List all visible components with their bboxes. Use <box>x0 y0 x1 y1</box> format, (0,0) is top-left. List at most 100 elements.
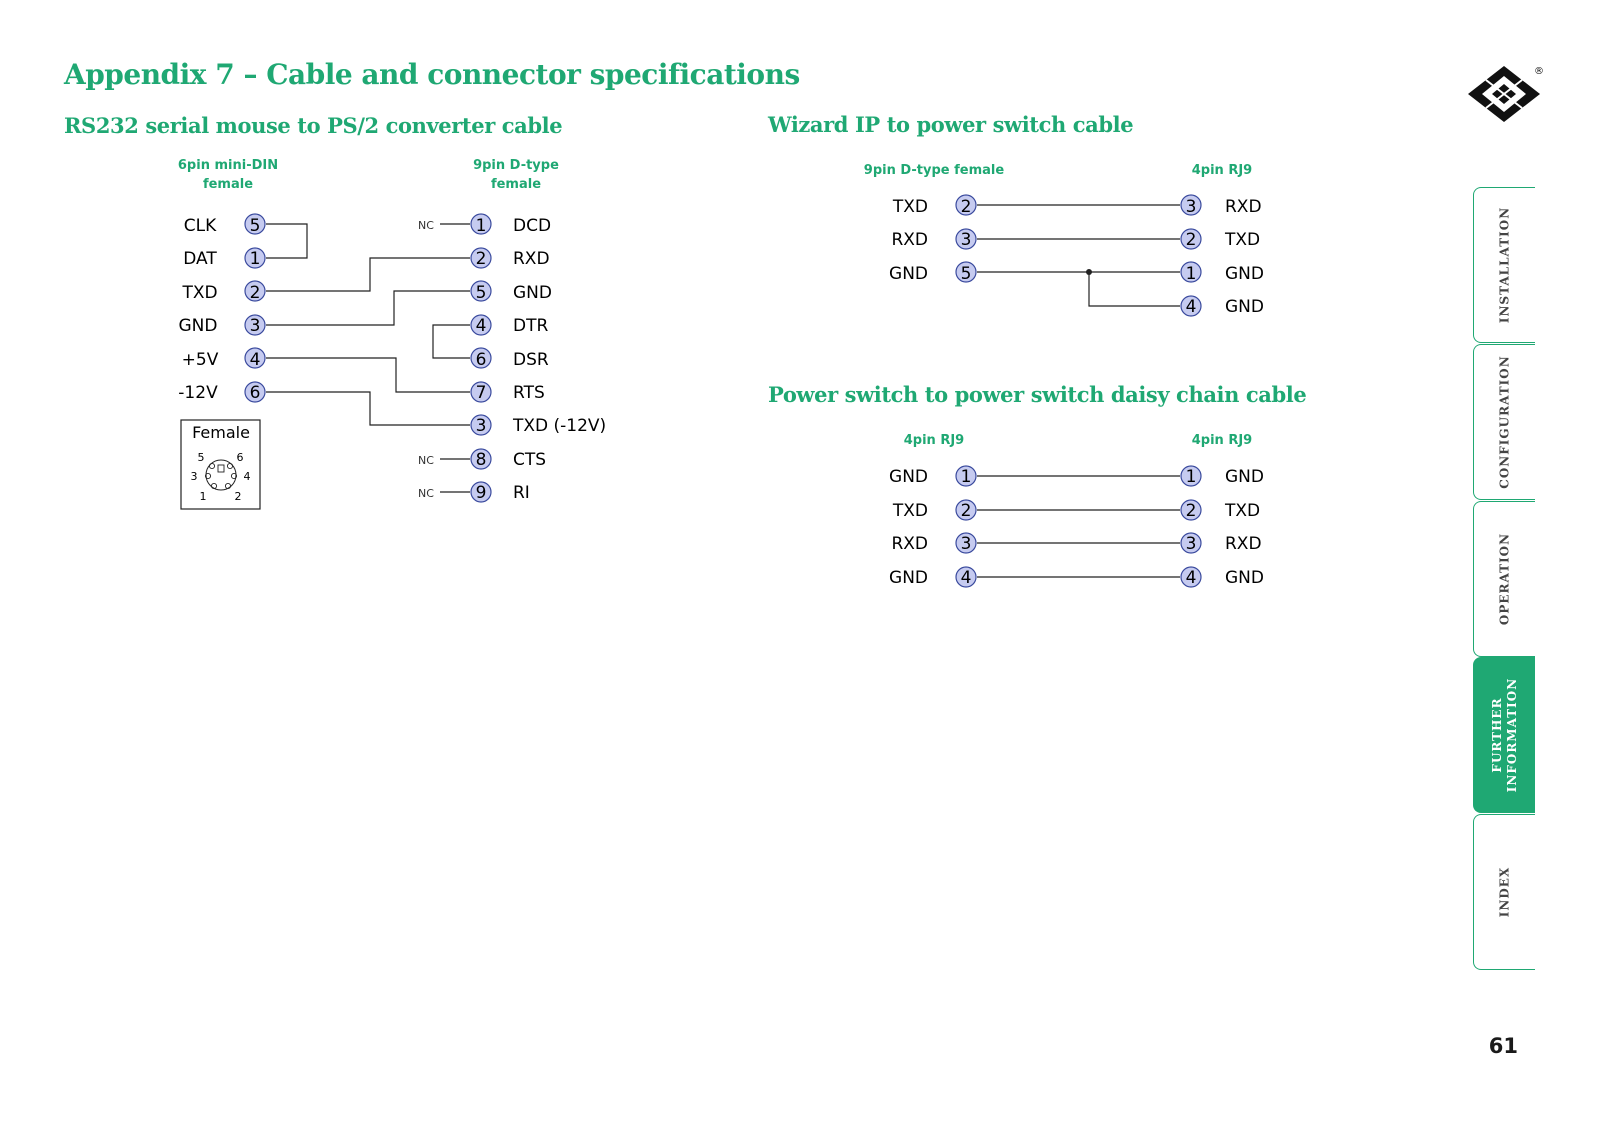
wizard-left-pin-row: GND 5 <box>889 261 977 284</box>
daisy-right-header: 4pin RJ9 <box>1192 433 1252 448</box>
rs232-left-pins: CLK 5 DAT 1 TXD 2 GND 3 +5V <box>178 213 266 403</box>
rs232-wires <box>266 223 470 493</box>
tab-label: INSTALLATION <box>1497 206 1511 324</box>
pin-signal-label: RXD <box>1225 197 1262 217</box>
pin-circle <box>1180 532 1202 554</box>
daisy-right-pin-row: 3 RXD <box>1180 532 1262 554</box>
din-pin-number: 3 <box>191 470 198 483</box>
wizard-right-pin-row: 4 GND <box>1180 295 1264 317</box>
daisy-left-pin-row: GND 4 <box>889 566 977 588</box>
pin-signal-label: GND <box>1225 297 1264 317</box>
pin-circle <box>955 465 977 487</box>
pin-signal-label: TXD <box>892 501 928 521</box>
pin-circle <box>244 280 266 302</box>
tab-operation[interactable]: OPERATION <box>1473 501 1535 657</box>
pin-circle <box>470 347 492 369</box>
tab-label: INDEX <box>1497 866 1511 918</box>
daisy-right-pin-row: 1 GND <box>1180 465 1264 487</box>
pin-number: 4 <box>1186 568 1197 588</box>
pin-signal-label: GND <box>889 568 928 588</box>
pin-signal-label: DSR <box>513 350 549 370</box>
tab-label: CONFIGURATION <box>1497 355 1511 489</box>
pin-signal-label: RI <box>513 483 530 503</box>
pin-number: 7 <box>476 383 487 403</box>
rs232-right-pin-row: 5 GND <box>470 280 552 303</box>
din-pin-number: 5 <box>198 451 205 464</box>
din-key <box>217 464 225 473</box>
tab-further-information[interactable]: FURTHER INFORMATION <box>1473 657 1535 813</box>
rs232-right-pin-row: NC 1 DCD <box>418 213 551 236</box>
pin-number: 4 <box>476 316 487 336</box>
pin-circle <box>955 532 977 554</box>
din-pin-number: 2 <box>235 490 242 503</box>
tab-index[interactable]: INDEX <box>1473 814 1535 970</box>
pin-circle <box>955 499 977 521</box>
nc-label: NC <box>418 454 434 467</box>
rs232-right-pin-row: NC 9 RI <box>418 481 530 503</box>
pin-circle <box>244 314 266 336</box>
rs232-left-pin-row: -12V 6 <box>178 381 266 403</box>
pin-circle <box>244 213 266 235</box>
rs232-left-header-line1: 6pin mini-DIN <box>178 158 278 173</box>
din-pin-number: 4 <box>244 470 251 483</box>
rs232-left-header-line2: female <box>203 177 253 192</box>
pin-number: 3 <box>476 416 487 436</box>
daisy-wires <box>977 475 1180 578</box>
pin-circle <box>1180 194 1202 216</box>
pin-signal-label: CTS <box>513 450 546 470</box>
pin-signal-label: GND <box>513 283 552 303</box>
pin-signal-label: GND <box>179 316 218 336</box>
pin-number: 5 <box>250 216 261 236</box>
wizard-right-header: 4pin RJ9 <box>1192 163 1252 178</box>
rs232-right-pins: NC 1 DCD 2 RXD 5 GND 4 DTR <box>418 213 606 503</box>
pin-circle <box>1180 499 1202 521</box>
pin-circle <box>244 247 266 269</box>
rs232-left-pin-row: +5V 4 <box>182 347 266 370</box>
wizard-right-pin-row: 1 GND <box>1180 261 1264 284</box>
pin-number: 5 <box>961 264 972 284</box>
pin-circle <box>470 481 492 503</box>
wire-gnd-branch <box>1088 272 1180 307</box>
daisy-left-pin-row: TXD 2 <box>892 499 977 521</box>
pin-number: 3 <box>250 316 261 336</box>
tab-installation[interactable]: INSTALLATION <box>1473 187 1535 343</box>
daisy-left-pin-row: GND 1 <box>889 465 977 487</box>
pin-number: 2 <box>250 283 261 303</box>
pin-circle <box>470 448 492 470</box>
rs232-left-pin-row: CLK 5 <box>184 213 266 236</box>
wire-12v-txd <box>266 391 470 426</box>
pin-number: 6 <box>476 350 487 370</box>
rs232-right-pin-row: 2 RXD <box>470 247 550 269</box>
pin-number: 1 <box>476 216 487 236</box>
pin-number: 5 <box>476 283 487 303</box>
pin-circle <box>244 347 266 369</box>
pin-number: 3 <box>961 534 972 554</box>
pin-number: 1 <box>1186 467 1197 487</box>
tab-label: FURTHER INFORMATION <box>1489 677 1519 793</box>
pin-circle <box>470 247 492 269</box>
rs232-right-pin-row: 7 RTS <box>470 381 545 403</box>
junction-dot <box>1086 269 1092 275</box>
pin-number: 2 <box>476 249 487 269</box>
daisy-diagram: 4pin RJ9 4pin RJ9 GND 1 TXD 2 RXD 3 GND … <box>889 433 1264 588</box>
pin-signal-label: +5V <box>182 350 219 370</box>
pin-signal-label: TXD <box>1224 230 1260 250</box>
din-pin-hole <box>226 462 234 470</box>
tab-configuration[interactable]: CONFIGURATION <box>1473 344 1535 500</box>
page-number: 61 <box>1488 1034 1518 1058</box>
din-pin-number: 1 <box>200 490 207 503</box>
pin-signal-label: GND <box>1225 264 1264 284</box>
pin-signal-label: -12V <box>178 383 218 403</box>
rs232-right-pin-row: 4 DTR <box>470 314 548 336</box>
pin-number: 3 <box>1186 534 1197 554</box>
pin-number: 6 <box>250 383 261 403</box>
wire-clk-dat-loop <box>266 223 308 259</box>
pin-signal-label: CLK <box>184 216 217 236</box>
pin-circle <box>470 280 492 302</box>
pin-signal-label: TXD <box>181 283 217 303</box>
wizard-left-pin-row: TXD 2 <box>892 194 977 217</box>
pin-number: 3 <box>961 230 972 250</box>
pin-signal-label: DAT <box>183 249 217 269</box>
pin-signal-label: RTS <box>513 383 545 403</box>
rs232-diagram: 6pin mini-DIN female 9pin D-type female … <box>178 158 606 510</box>
